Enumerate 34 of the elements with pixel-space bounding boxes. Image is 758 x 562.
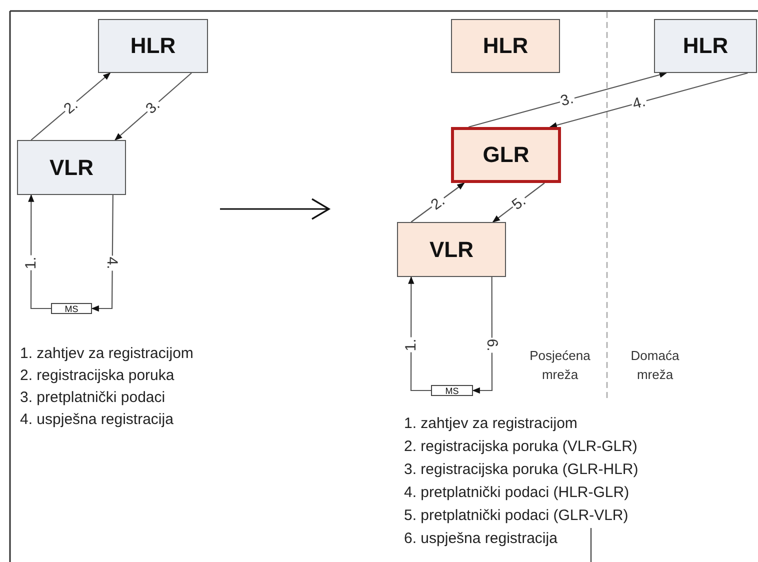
region-label: Domaća mreža (630, 347, 680, 384)
list-item: 2. registracijska poruka (VLR-GLR) (404, 438, 638, 455)
process-box: HLR (654, 19, 757, 73)
arrow (468, 72, 668, 128)
list-item: 3. registracijska poruka (GLR-HLR) (404, 461, 638, 478)
arrow (472, 277, 493, 394)
arrow (549, 72, 748, 128)
edge-label: 6. (484, 338, 500, 352)
arrow (492, 182, 545, 222)
device-box: MS (431, 385, 473, 396)
process-box: HLR (451, 19, 560, 73)
arrow (91, 195, 114, 312)
list-item: 1. zahtjev za registracijom (20, 345, 194, 362)
process-box: VLR (17, 140, 126, 195)
region-label: Posjećena mreža (528, 347, 592, 384)
edge-label: 4. (104, 256, 120, 270)
list-item: 1. zahtjev za registracijom (404, 415, 578, 432)
device-box: MS (51, 303, 92, 314)
list-item: 4. pretplatnički podaci (HLR-GLR) (404, 484, 630, 501)
arrow (410, 182, 465, 222)
list-item: 5. pretplatnički podaci (GLR-VLR) (404, 507, 628, 524)
edge-label: 1. (404, 338, 419, 352)
process-box: GLR (451, 127, 561, 183)
arrow (28, 194, 51, 310)
arrow (114, 72, 192, 140)
list-item: 4. uspješna registracija (20, 411, 174, 428)
edge-label: 1. (24, 256, 39, 270)
process-box: VLR (397, 222, 506, 277)
arrow (30, 72, 111, 140)
list-item: 6. uspješna registracija (404, 530, 558, 547)
arrow (408, 276, 431, 392)
list-item: 2. registracijska poruka (20, 367, 174, 384)
process-box: HLR (98, 19, 208, 73)
list-item: 3. pretplatnički podaci (20, 389, 166, 406)
